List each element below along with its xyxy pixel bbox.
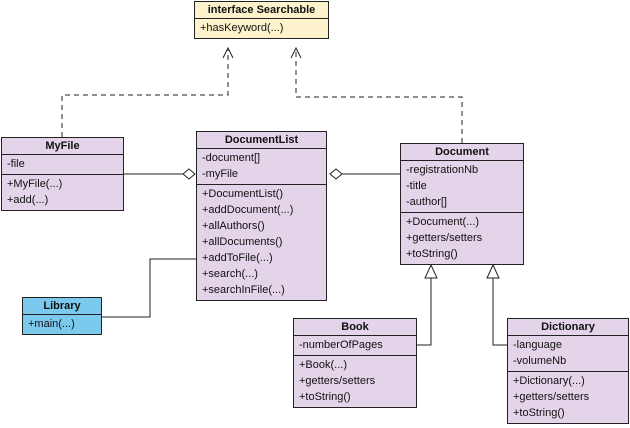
class-documentlist[interactable]: DocumentList -document[] -myFile +DocumentL… [196,131,327,301]
class-attribute: -file [7,158,25,170]
class-name: Library [23,298,101,315]
class-attribute: -author[] [406,196,447,208]
inheritance-triangle-icon [486,263,500,279]
class-method: +toString() [513,407,565,419]
aggregation-diamond-icon [329,168,343,180]
class-attribute: -volumeNb [513,355,567,367]
class-method: +add(...) [7,194,49,206]
class-method: +searchInFile(...) [202,284,285,296]
class-dictionary[interactable]: Dictionary -language -volumeNb +Dictionary(… [507,318,629,424]
class-method: +MyFile(...) [7,178,63,190]
class-method: +search(...) [202,268,258,280]
open-arrowhead-icon [290,46,302,59]
class-searchable[interactable]: interface Searchable +hasKeyword(...) [194,1,329,39]
attributes-section: -document[] -myFile [197,149,326,184]
class-name: DocumentList [197,132,326,149]
methods-section: +DocumentList() +addDocument(...) +allAuth… [197,184,326,300]
class-method: +getters/setters [406,232,483,244]
association-line-library-documentlist [102,258,196,318]
class-attribute: -myFile [202,168,239,180]
class-method: +toString() [406,248,458,260]
attributes-section: -language -volumeNb [508,336,628,371]
methods-section: +Document(...) +getters/setters +toString(… [401,212,523,264]
class-attribute: -document[] [202,152,261,164]
class-myfile[interactable]: MyFile -file +MyFile(...) +add(...) [1,137,124,211]
realization-line-myfile-searchable [61,50,229,137]
class-method: +allAuthors() [202,220,265,232]
class-method: +DocumentList() [202,188,284,200]
class-attribute: -title [406,180,427,192]
class-name: Document [401,144,523,161]
class-method: +allDocuments() [202,236,283,248]
class-name: Dictionary [508,319,628,336]
class-method: +Document(...) [406,216,480,228]
class-method: +main(...) [28,318,75,330]
class-method: +addDocument(...) [202,204,294,216]
attributes-section: -numberOfPages [294,336,416,355]
class-method: +hasKeyword(...) [200,22,284,34]
class-library[interactable]: Library +main(...) [22,297,102,335]
class-method: +getters/setters [299,375,376,387]
class-attribute: -language [513,339,562,351]
inheritance-line-dictionary-document [492,278,507,346]
class-method: +addToFile(...) [202,252,273,264]
class-name: Book [294,319,416,336]
realization-line-document-searchable [295,50,463,143]
class-name: MyFile [2,138,123,155]
methods-section: +main(...) [23,315,101,334]
methods-section: +Book(...) +getters/setters +toString() [294,355,416,407]
attributes-section: -registrationNb -title -author[] [401,161,523,212]
attributes-section: -file [2,155,123,174]
class-method: +getters/setters [513,391,590,403]
aggregation-diamond-icon [182,168,196,180]
class-method: +Dictionary(...) [513,375,585,387]
class-method: +toString() [299,391,351,403]
class-attribute: -registrationNb [406,164,479,176]
open-arrowhead-icon [222,46,234,59]
methods-section: +MyFile(...) +add(...) [2,174,123,210]
class-name: interface Searchable [195,2,328,19]
inheritance-line-book-document [417,278,432,346]
class-method: +Book(...) [299,359,347,371]
class-book[interactable]: Book -numberOfPages +Book(...) +getters/set… [293,318,417,408]
inheritance-triangle-icon [424,263,438,279]
class-attribute: -numberOfPages [299,339,383,351]
class-document[interactable]: Document -registrationNb -title -author[] +D… [400,143,524,265]
methods-section: +hasKeyword(...) [195,19,328,38]
methods-section: +Dictionary(...) +getters/setters +toStrin… [508,371,628,423]
